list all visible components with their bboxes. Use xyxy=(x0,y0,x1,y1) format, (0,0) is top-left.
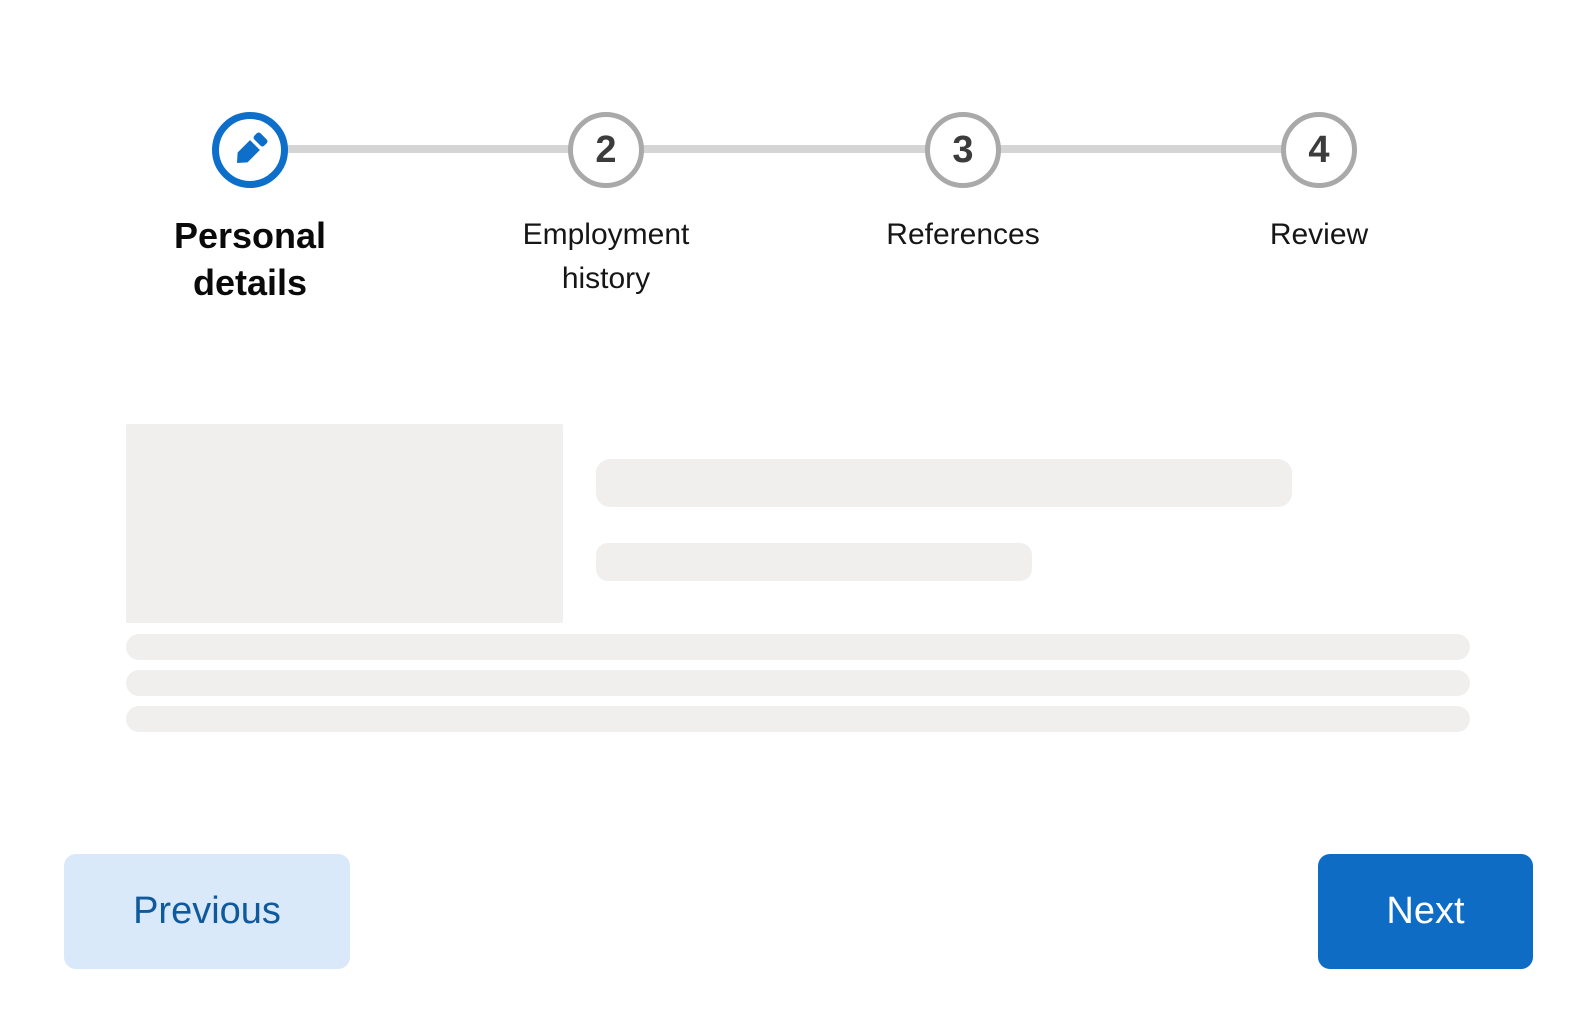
step-3-number: 3 xyxy=(952,129,974,171)
step-3-references-indicator[interactable]: 3 xyxy=(925,112,1001,188)
previous-button[interactable]: Previous xyxy=(64,854,350,969)
step-2-number: 2 xyxy=(595,129,617,171)
progress-stepper: Personal details 2 Employment history 3 … xyxy=(0,0,1596,320)
skeleton-row-1 xyxy=(126,634,1470,660)
step-2-employment-history-indicator[interactable]: 2 xyxy=(568,112,644,188)
step-4-review-indicator[interactable]: 4 xyxy=(1281,112,1357,188)
skeleton-text-line-short xyxy=(596,543,1032,581)
step-3-label: References xyxy=(886,218,1040,251)
skeleton-image-placeholder xyxy=(126,424,563,623)
step-1-label: Personal details xyxy=(173,215,327,303)
next-button[interactable]: Next xyxy=(1318,854,1533,969)
step-2-label: Employment history xyxy=(522,218,690,295)
skeleton-row-3 xyxy=(126,706,1470,732)
pencil-icon xyxy=(237,132,268,163)
step-4-label: Review xyxy=(1269,218,1369,251)
step-4-number: 4 xyxy=(1308,129,1330,171)
skeleton-row-2 xyxy=(126,670,1470,696)
skeleton-text-line-long xyxy=(596,459,1292,507)
stepper-track-line xyxy=(250,145,1319,153)
step-1-personal-details-indicator[interactable] xyxy=(212,112,288,188)
